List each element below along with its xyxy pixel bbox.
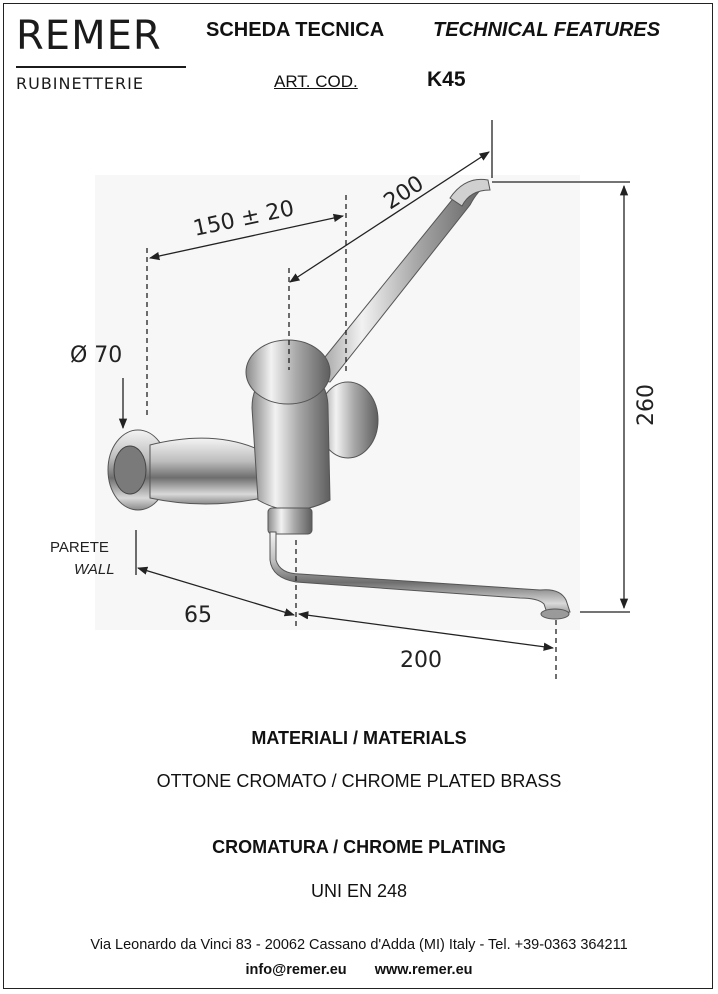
brand-subtitle: RUBINETTERIE xyxy=(16,74,144,93)
handle-dimension xyxy=(289,151,490,283)
materials-value: OTTONE CROMATO / CHROME PLATED BRASS xyxy=(156,771,562,791)
dimension-lines xyxy=(118,120,630,680)
technical-drawing: 200 150 ± 20 Ø 70 260 65 200 PARETE WALL xyxy=(50,120,659,680)
art-code-label: ART. COD. xyxy=(274,72,358,91)
dim-diameter-label: Ø 70 xyxy=(70,343,122,368)
dim-spout-label: 200 xyxy=(400,648,442,673)
wall-label-it: PARETE xyxy=(50,539,109,556)
materials-heading: MATERIALI / MATERIALS xyxy=(251,728,467,748)
email-link[interactable]: info@remer.eu xyxy=(245,962,347,978)
plating-heading: CROMATURA / CHROME PLATING xyxy=(212,837,506,857)
offset-dimension xyxy=(148,213,345,261)
spout-dimension xyxy=(297,611,555,651)
dim-height-label: 260 xyxy=(634,384,659,426)
brand-logo: REMER RUBINETTERIE xyxy=(16,14,188,93)
wall-dimension xyxy=(137,566,295,617)
sheet-title-it: SCHEDA TECNICA xyxy=(206,19,385,41)
company-contacts: info@remer.eu www.remer.eu xyxy=(0,962,718,978)
plating-value: UNI EN 248 xyxy=(310,881,408,901)
brand-name: REMER xyxy=(16,13,162,59)
company-address: Via Leonardo da Vinci 83 - 20062 Cassano… xyxy=(90,937,628,953)
art-code-value: K45 xyxy=(427,68,466,91)
page-frame xyxy=(3,3,713,989)
dim-wall-label: 65 xyxy=(184,603,212,628)
website-link[interactable]: www.remer.eu xyxy=(374,962,473,978)
sheet-title-en: TECHNICAL FEATURES xyxy=(433,19,661,41)
brand-divider xyxy=(16,66,186,68)
wall-label-en: WALL xyxy=(74,561,115,578)
